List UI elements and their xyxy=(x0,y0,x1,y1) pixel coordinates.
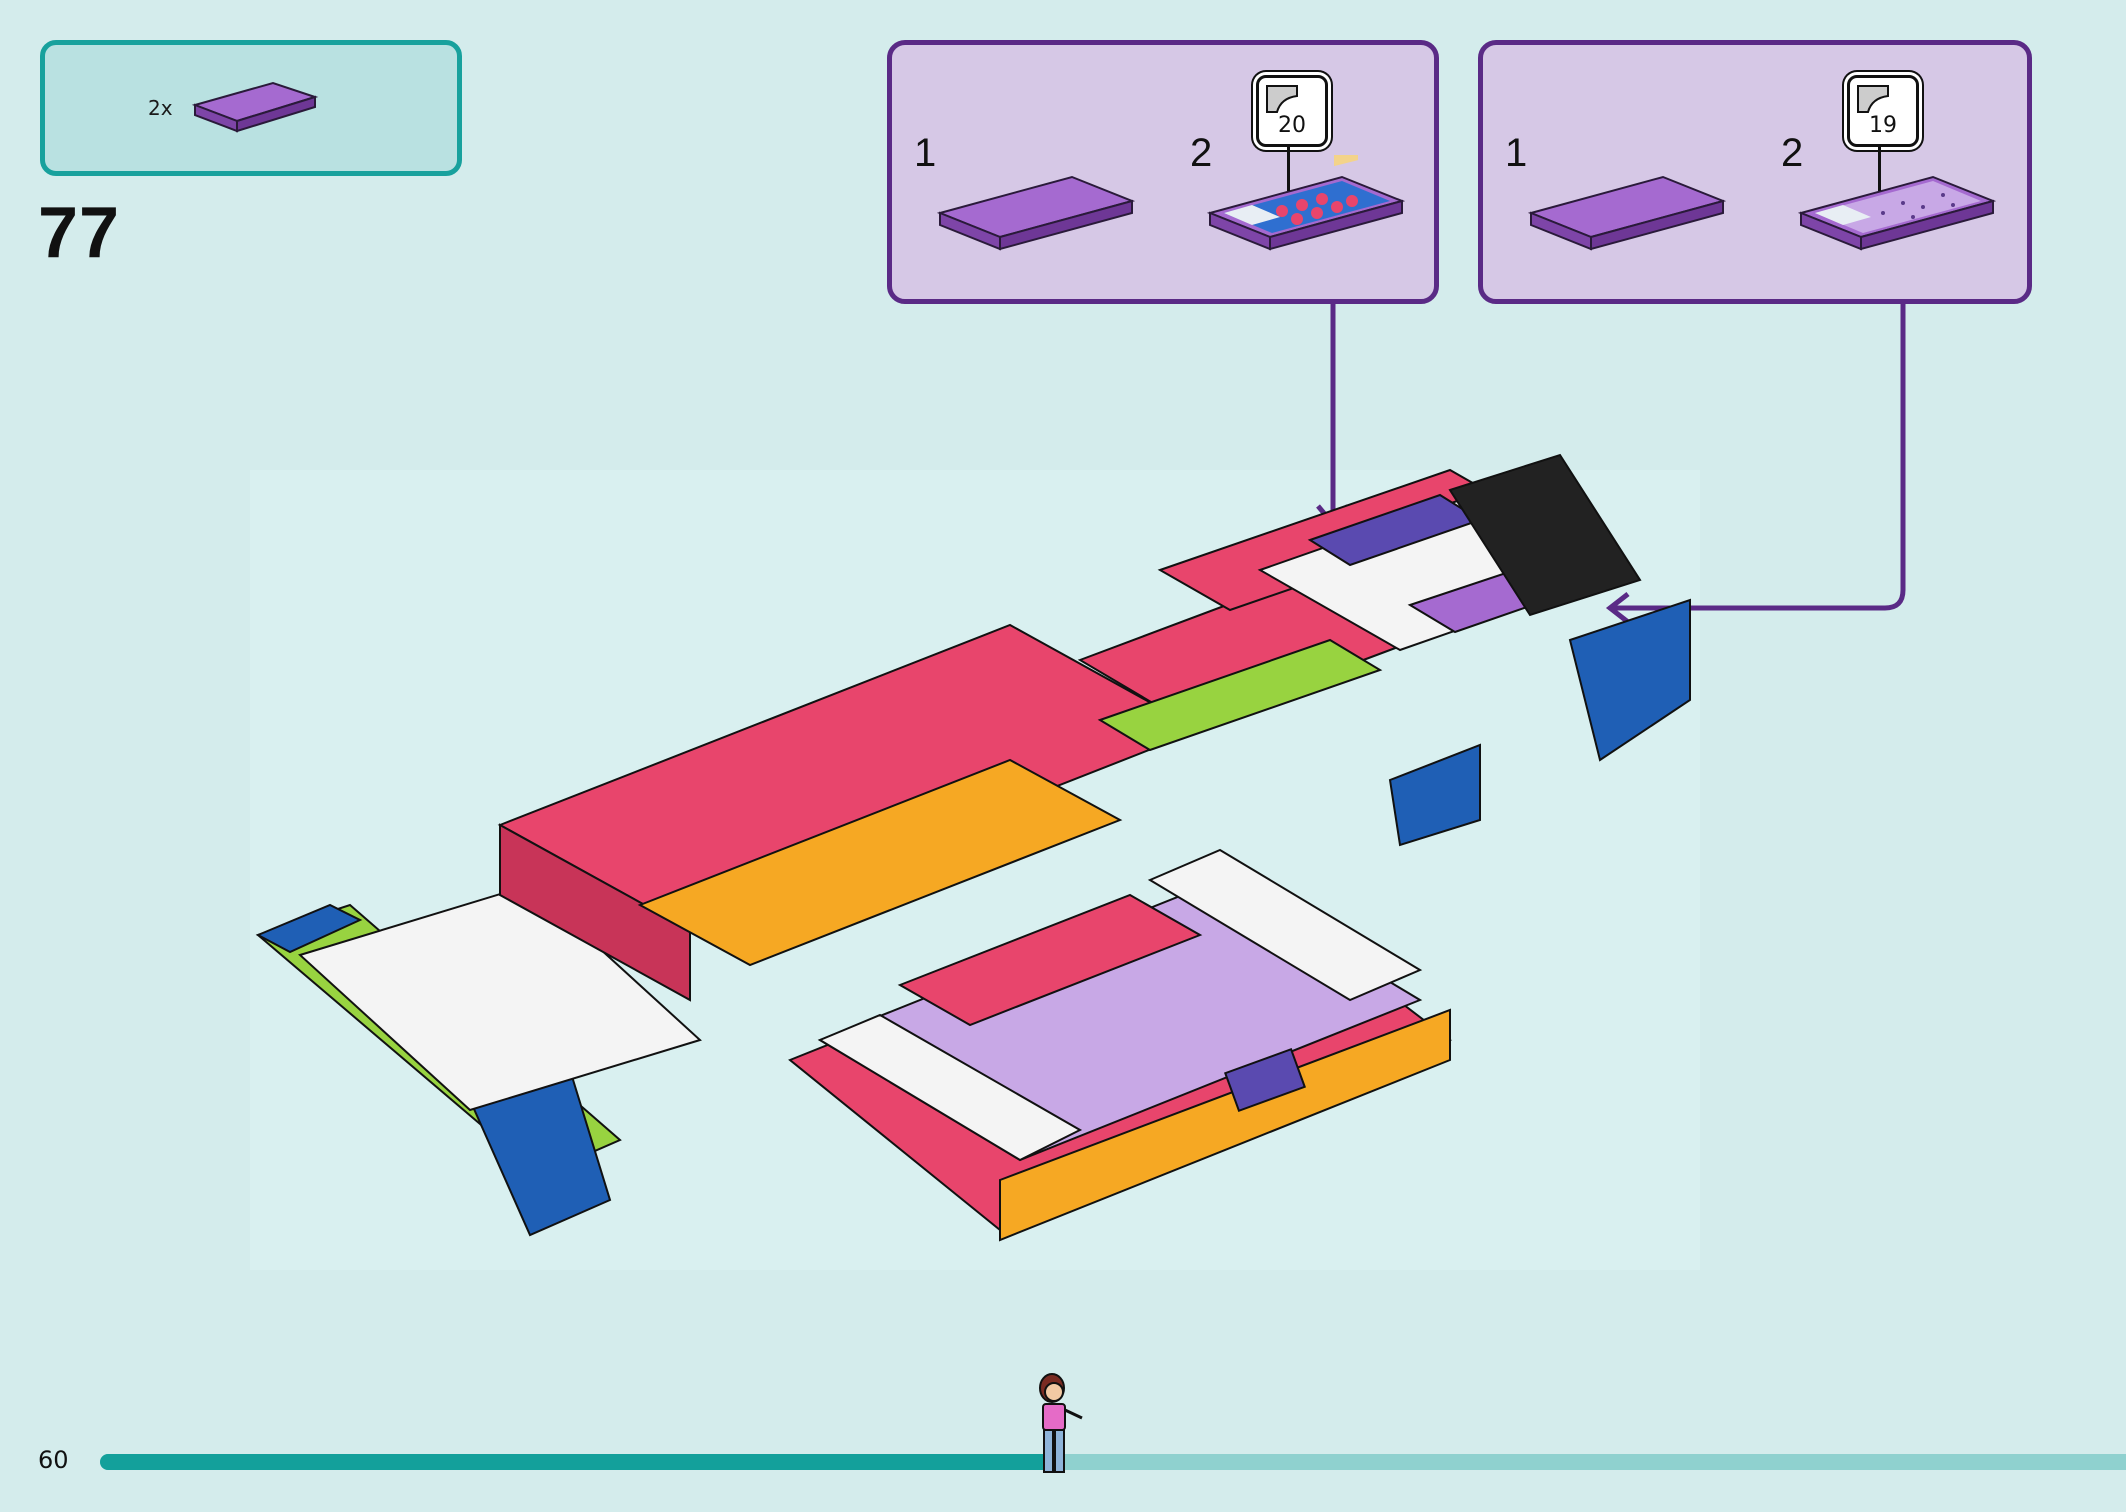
main-base xyxy=(497,453,1691,1002)
stickered-tile-icon xyxy=(1206,155,1406,251)
progress-fill xyxy=(100,1454,1052,1470)
sub-step-number: 1 xyxy=(1505,131,1528,175)
sub-step-number: 1 xyxy=(914,131,937,175)
sticker-number: 19 xyxy=(1869,113,1897,138)
arrow-right-sub-assembly xyxy=(1605,304,1906,624)
step-number: 77 xyxy=(38,193,121,273)
sub-assembly-box-left: 1 2 20 xyxy=(887,40,1439,304)
sub-step-number: 2 xyxy=(1781,131,1804,175)
sticker-leader-line xyxy=(1287,145,1290,191)
sticker-number: 20 xyxy=(1278,113,1306,138)
sticker-sheet-icon xyxy=(1857,85,1889,113)
parts-quantity: 2x xyxy=(148,96,173,120)
page-number: 60 xyxy=(38,1446,69,1474)
left-end-assembly xyxy=(255,883,702,1237)
purple-tile-icon xyxy=(936,175,1136,251)
stickered-tile-icon xyxy=(1797,175,1997,251)
sticker-leader-line xyxy=(1878,145,1881,191)
purple-tile-2x4-icon xyxy=(191,81,319,133)
sticker-reference-badge: 19 xyxy=(1847,75,1919,147)
sticker-sheet-icon xyxy=(1266,85,1298,113)
sub-step-number: 2 xyxy=(1190,131,1213,175)
parts-callout xyxy=(40,40,462,176)
minifigure-icon xyxy=(1039,1373,1083,1473)
sticker-reference-badge: 20 xyxy=(1256,75,1328,147)
couch-assembly xyxy=(788,848,1452,1242)
sub-assembly-box-right: 1 2 19 xyxy=(1478,40,2032,304)
purple-tile-icon xyxy=(1527,175,1727,251)
